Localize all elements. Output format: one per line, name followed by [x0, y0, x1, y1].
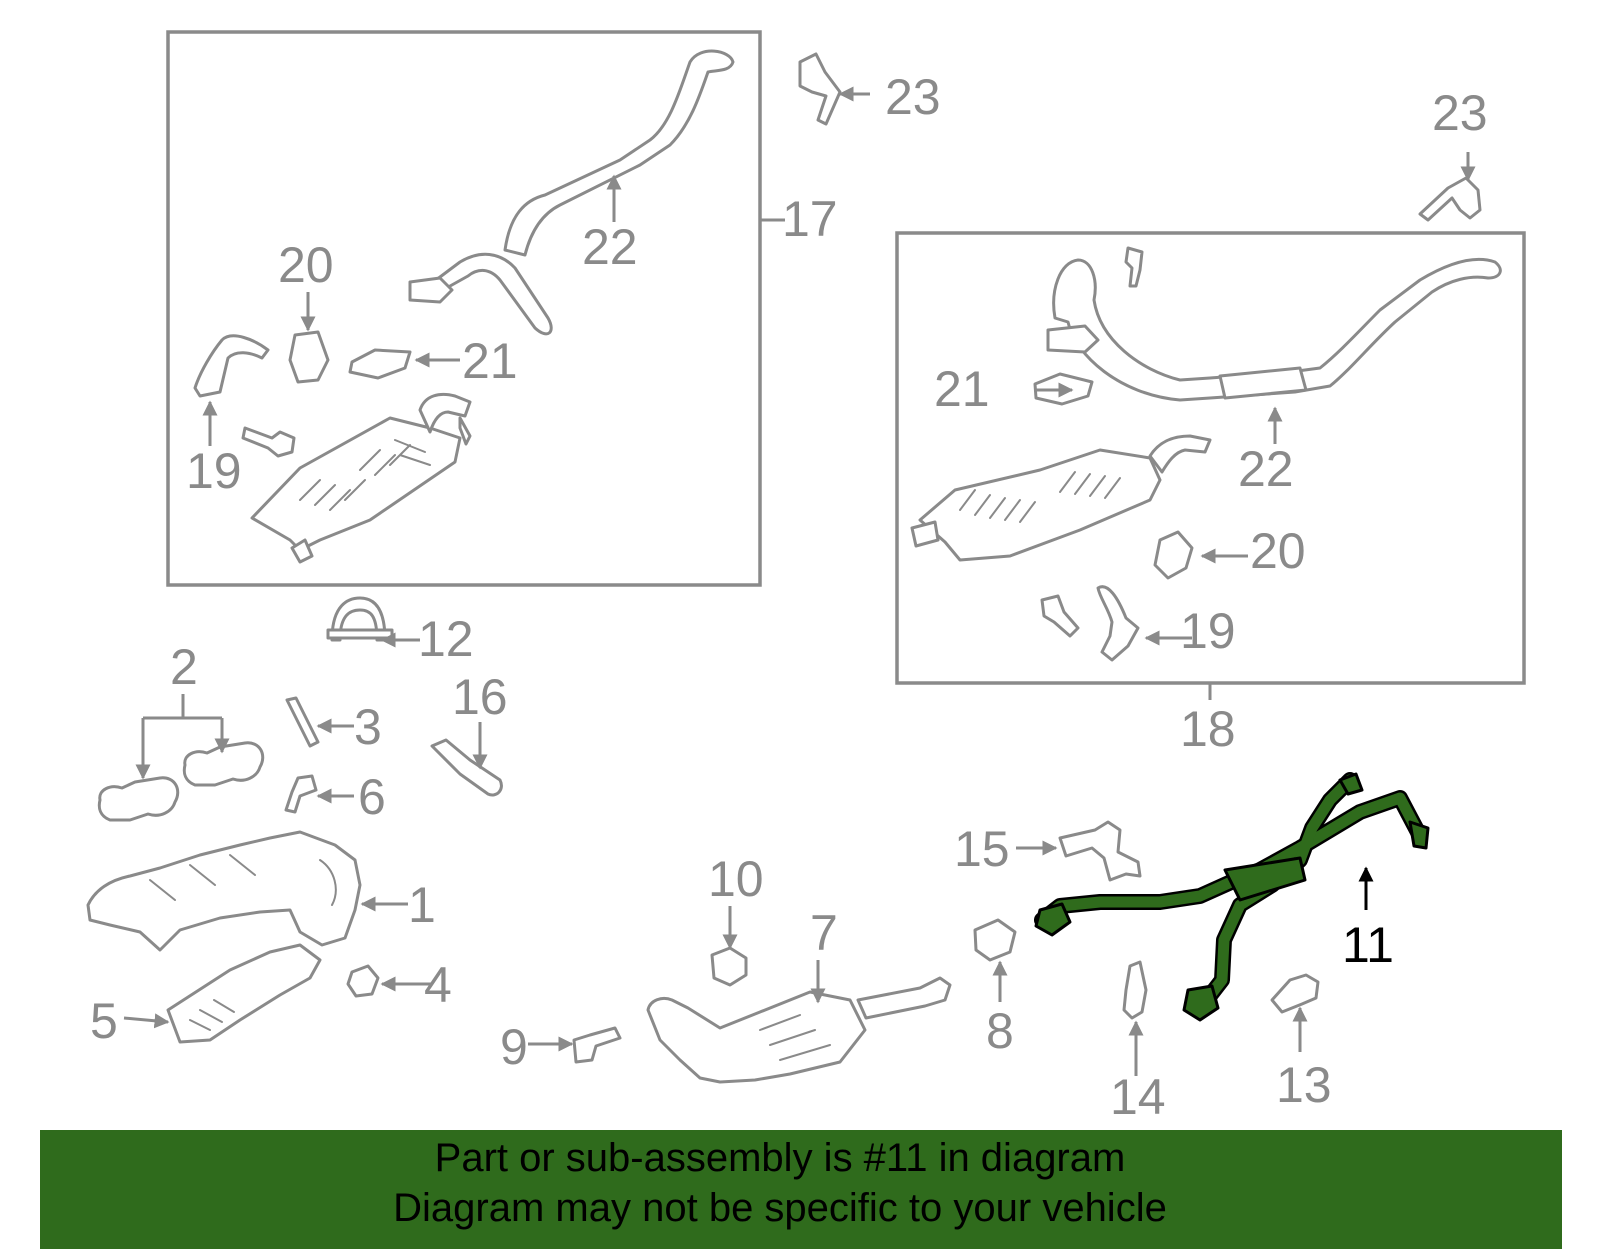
muffler-upper — [250, 392, 472, 564]
heat-shield-5 — [166, 943, 322, 1044]
hanger-20-lower — [1153, 530, 1194, 580]
callout-3: 3 — [354, 699, 382, 755]
tailpipe-22-lower — [1046, 246, 1502, 402]
bolt-lower — [1040, 594, 1080, 638]
info-banner: Part or sub-assembly is #11 in diagram D… — [40, 1130, 1562, 1249]
gasket-8 — [973, 918, 1017, 962]
callout-6: 6 — [358, 769, 386, 825]
bracket-19-lower — [1096, 585, 1140, 662]
nut-10 — [710, 946, 748, 987]
callout-21-upper: 21 — [462, 333, 518, 389]
exhaust-manifold-1 — [86, 830, 362, 952]
hanger-20-upper — [288, 330, 330, 384]
heat-shield-16 — [430, 738, 503, 797]
stud-3 — [285, 696, 320, 748]
nut-4 — [346, 964, 380, 998]
callout-15: 15 — [954, 821, 1010, 877]
bracket-14 — [1122, 960, 1148, 1020]
callout-1: 1 — [408, 877, 436, 933]
callout-23-upper: 23 — [885, 69, 941, 125]
leader-lines — [123, 86, 1476, 1076]
gasket-21-upper — [348, 348, 412, 380]
callout-22-lower: 22 — [1238, 441, 1294, 497]
banner-line-2: Diagram may not be specific to your vehi… — [393, 1186, 1167, 1230]
bolt-upper — [241, 416, 472, 458]
bolt-9 — [572, 1026, 622, 1064]
assembly-17-box — [166, 30, 762, 587]
gaskets-2 — [97, 741, 265, 822]
callout-20-lower: 20 — [1250, 523, 1306, 579]
callout-10: 10 — [708, 851, 764, 907]
callout-13: 13 — [1276, 1057, 1332, 1113]
callout-19-lower: 19 — [1180, 603, 1236, 659]
bracket-23-lower — [1418, 176, 1482, 222]
callout-21-lower: 21 — [934, 361, 990, 417]
clamp-12 — [326, 596, 394, 642]
bolt-6 — [284, 774, 318, 814]
callout-14: 14 — [1110, 1069, 1166, 1125]
catalytic-converter-7 — [646, 976, 952, 1084]
callout-2: 2 — [170, 639, 198, 695]
callout-12: 12 — [418, 611, 474, 667]
callout-17: 17 — [782, 191, 838, 247]
callout-16: 16 — [452, 669, 508, 725]
callout-7: 7 — [810, 905, 838, 961]
muffler-lower — [910, 434, 1212, 562]
callout-22-upper: 22 — [582, 219, 638, 275]
tailpipe-22-upper — [408, 49, 735, 336]
callout-23-lower: 23 — [1432, 85, 1488, 141]
callout-20-upper: 20 — [278, 237, 334, 293]
callout-19-upper: 19 — [186, 443, 242, 499]
bracket-23-upper — [798, 52, 842, 126]
callout-11-highlighted: 11 — [1342, 917, 1394, 973]
callout-8: 8 — [986, 1003, 1014, 1059]
h-pipe-11-highlighted — [1034, 772, 1430, 1022]
callout-9: 9 — [500, 1019, 528, 1075]
bracket-15 — [1058, 820, 1142, 882]
callout-18: 18 — [1180, 701, 1236, 757]
callout-4: 4 — [424, 957, 452, 1013]
banner-line-1: Part or sub-assembly is #11 in diagram — [434, 1136, 1126, 1180]
bracket-19-upper — [193, 334, 270, 398]
callout-5: 5 — [90, 993, 118, 1049]
bolt-13 — [1270, 973, 1320, 1014]
